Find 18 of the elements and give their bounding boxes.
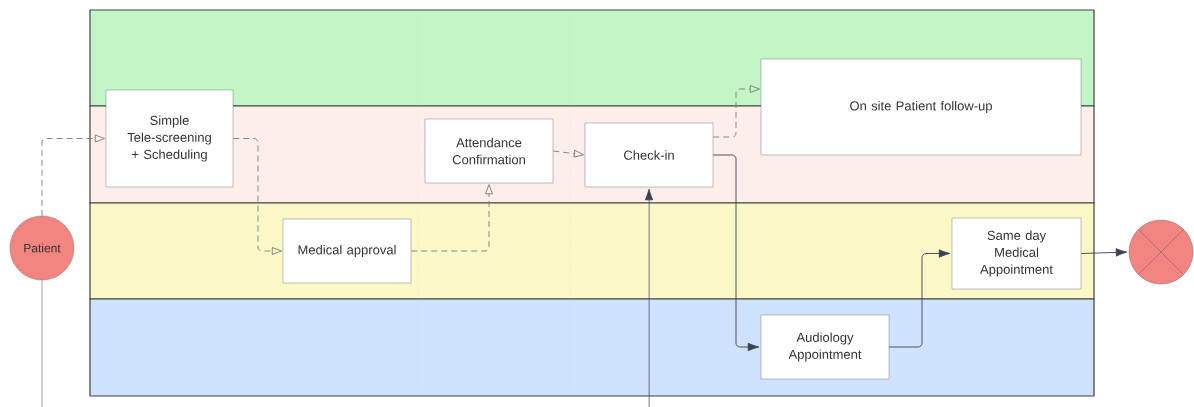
arrow [712,154,760,352]
arrow [41,134,105,217]
arrow [888,249,951,348]
process-box: Simple Tele-screening + Scheduling [105,89,234,188]
process-box: Same day Medical Appointment [951,217,1082,290]
arrow [712,85,760,138]
process-box: Medical approval [282,218,412,284]
end-event-circle [1128,219,1194,285]
arrow [1080,248,1128,257]
arrow [232,138,282,255]
process-box: Audiology Appointment [760,314,890,380]
process-box: Attendance Confirmation [424,118,554,184]
arrow [644,188,654,407]
process-box: Check-in [584,122,714,188]
arrow [552,149,584,158]
process-box: On site Patient follow-up [760,58,1082,156]
connector-line [41,279,43,407]
arrow [410,184,493,252]
